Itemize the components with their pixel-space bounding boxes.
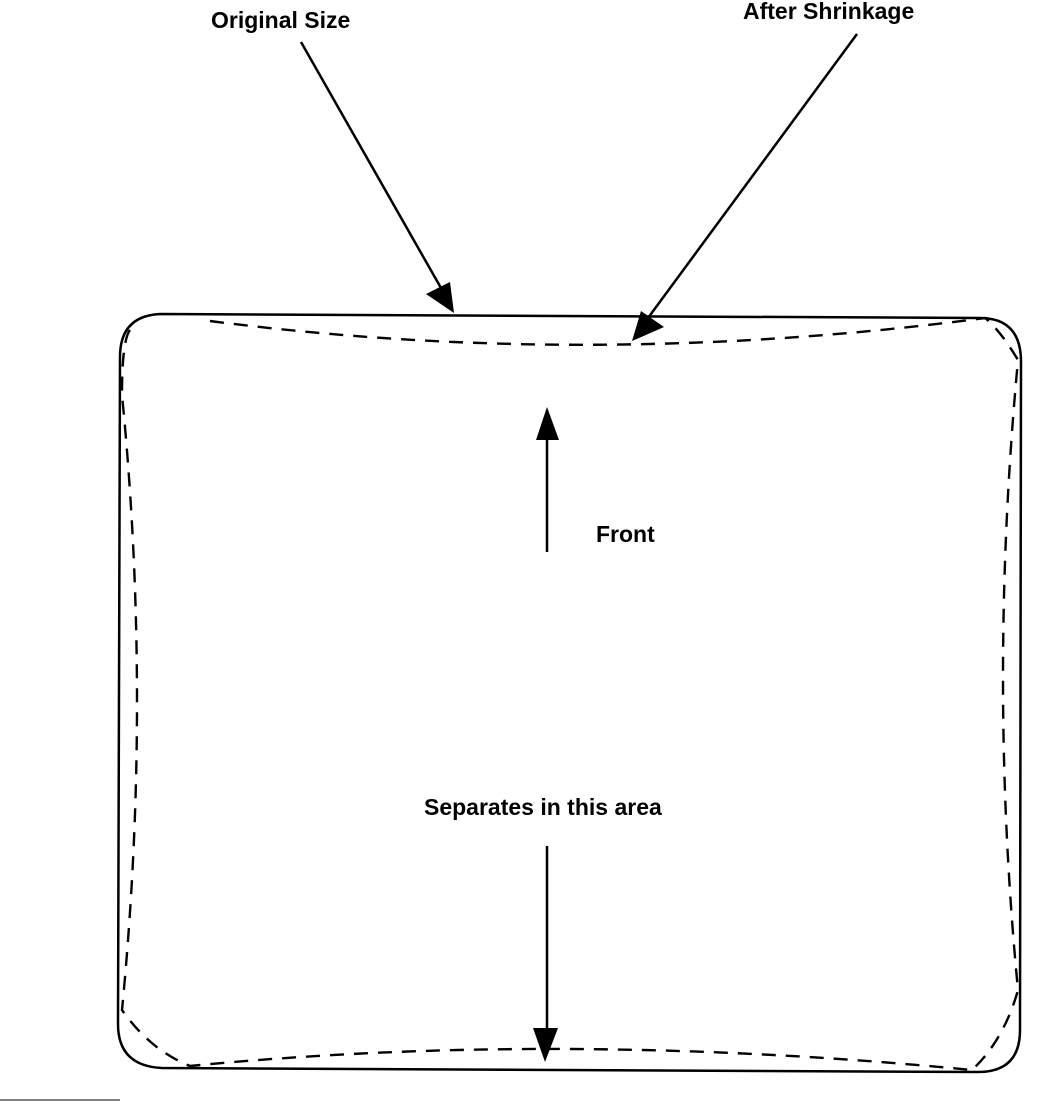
after-shrinkage-arrowhead [632,311,664,341]
original-size-arrowhead [426,282,454,313]
front-arrowhead [536,407,559,440]
after-shrinkage-pointer [646,33,859,319]
after-shrinkage-outline [120,316,1020,1072]
label-front: Front [596,521,655,547]
label-original-size: Original Size [211,7,350,33]
label-separates: Separates in this area [424,794,662,820]
separates-arrowhead [533,1028,558,1062]
label-after-shrinkage: After Shrinkage [743,0,914,24]
original-size-pointer [299,41,443,289]
original-size-outline [116,312,1023,1074]
